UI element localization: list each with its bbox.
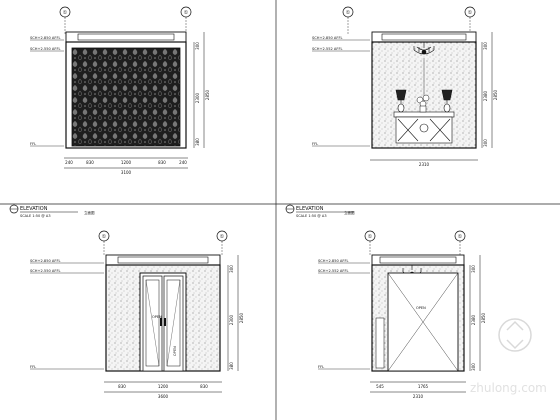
title-sub: 立面图 xyxy=(344,210,355,215)
title-label: ELEVATION xyxy=(296,206,324,212)
level-tag: FFL xyxy=(30,142,36,146)
dim-text: 300 xyxy=(483,42,488,50)
dim-text: 830 xyxy=(158,160,166,165)
level-tag: SCH+2.850 AFFL xyxy=(30,259,61,263)
dim-text: 240 xyxy=(65,160,73,165)
dim-text: 380 xyxy=(229,362,234,370)
grid-marker-label: ① xyxy=(346,10,351,16)
watermark-text: zhulong.com xyxy=(470,381,547,395)
table-lamp-icon xyxy=(441,89,453,113)
title-scale: SCALE 1:50 @ A3 xyxy=(20,214,51,218)
opening-panel xyxy=(387,272,459,372)
dim-text: 300 xyxy=(229,265,234,273)
grid-marker-label: ① xyxy=(63,10,68,16)
level-tag: SCH+2.550 AFFL xyxy=(30,269,61,273)
dim-total-text: 2850 xyxy=(493,89,498,100)
dim-text: 2380 xyxy=(483,90,488,101)
dim-total-text: 2850 xyxy=(205,89,210,100)
dim-text: 830 xyxy=(118,384,126,389)
level-tag: SCH+2.550 AFFL xyxy=(30,47,61,51)
door-open-label: OPEN xyxy=(416,306,426,310)
dim-total-text: 2850 xyxy=(239,312,244,323)
level-tag: SCH+2.850 AFFL xyxy=(30,36,61,40)
level-tag: SCH+2.850 AFFL xyxy=(312,36,343,40)
door-open-label: OPEN xyxy=(152,315,162,319)
dim-text: 2380 xyxy=(471,314,476,325)
level-tag: SCH+2.850 AFFL xyxy=(318,259,349,263)
grid-marker-label: ① xyxy=(220,234,225,240)
panel-bottom-left: ① ① SCH+2.850 AFFL SCH+2.550 AFFL FFL OP… xyxy=(30,230,244,399)
dim-text: 300 xyxy=(471,363,476,371)
dim-text: 830 xyxy=(200,384,208,389)
level-tag: SCH+2.552 AFFL xyxy=(318,269,349,273)
level-tag: FFL xyxy=(30,365,36,369)
dim-text: 545 xyxy=(376,384,384,389)
door-open-label: OPEN xyxy=(173,346,177,356)
dim-text: 2300 xyxy=(229,314,234,325)
title-sub: 立面图 xyxy=(84,210,95,215)
dim-text: 300 xyxy=(195,42,200,50)
title-block-right: ELEVATION SCALE 1:50 @ A3 立面图 xyxy=(285,204,355,218)
grid-marker-label: ① xyxy=(102,234,107,240)
damask-wall-panel xyxy=(71,47,181,147)
dim-text: 1765 xyxy=(418,384,429,389)
dim-text: 240 xyxy=(179,160,187,165)
watermark: zhulong.com xyxy=(470,318,547,395)
panel-top-left: ① ① SCH+2.850 AFFL SCH+2.550 AFFL FFL 30… xyxy=(30,6,210,175)
dim-text: 1200 xyxy=(121,160,132,165)
title-block-left: ELEVATION SCALE 1:50 @ A3 立面图 xyxy=(9,204,95,218)
dim-text: 300 xyxy=(483,139,488,147)
grid-marker-label: ① xyxy=(468,10,473,16)
panel-top-right: ① ① SCH+2.850 AFFL SCH+2.552 AFFL FFL xyxy=(312,6,498,167)
title-label: ELEVATION xyxy=(20,206,48,212)
grid-marker-label: ① xyxy=(458,234,463,240)
dim-text: 380 xyxy=(195,138,200,146)
table-lamp-icon xyxy=(395,89,407,113)
dim-total-text: 3600 xyxy=(158,394,169,399)
dim-total-text: 2850 xyxy=(481,312,486,323)
dim-total-text: 3100 xyxy=(121,170,132,175)
grid-marker-label: ① xyxy=(184,10,189,16)
panel-bottom-right: ① ① SCH+2.850 AFFL SCH+2.552 AFFL FFL OP… xyxy=(318,230,486,399)
dim-text: 300 xyxy=(471,265,476,273)
double-door xyxy=(139,272,187,372)
dim-text: 2300 xyxy=(195,92,200,103)
dim-total-text: 2310 xyxy=(413,394,424,399)
dim-text: 2310 xyxy=(419,162,430,167)
level-tag: FFL xyxy=(312,142,318,146)
level-tag: FFL xyxy=(318,365,324,369)
grid-marker-label: ① xyxy=(368,234,373,240)
level-tag: SCH+2.552 AFFL xyxy=(312,47,343,51)
chandelier-icon xyxy=(413,42,435,55)
dim-text: 830 xyxy=(86,160,94,165)
title-scale: SCALE 1:50 @ A3 xyxy=(296,214,327,218)
console-table xyxy=(393,111,455,144)
dim-text: 1200 xyxy=(158,384,169,389)
flower-vase-icon xyxy=(416,94,430,113)
